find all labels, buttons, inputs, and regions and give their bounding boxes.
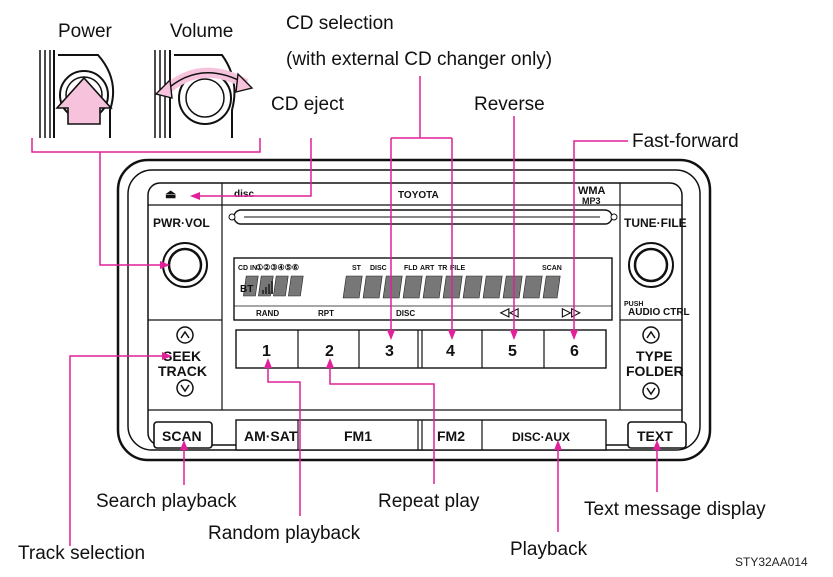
power-knob-illustration	[39, 50, 114, 138]
am-sat-button-label: AM·SAT	[244, 428, 298, 444]
display-fld: FLD	[404, 265, 418, 272]
display-disc: DISC	[370, 265, 387, 272]
disc-aux-button-label: DISC·AUX	[512, 430, 570, 444]
brand-label: TOYOTA	[398, 190, 439, 201]
display-bt: BT	[240, 284, 253, 295]
folder-label: FOLDER	[626, 363, 684, 379]
audio-ctrl-label: AUDIO CTRL	[628, 307, 690, 318]
display-tr: TR	[438, 265, 447, 272]
random-playback-callout: Random playback	[208, 523, 361, 544]
cd-selection-note-callout: (with external CD changer only)	[286, 49, 553, 70]
fm2-button-label: FM2	[437, 428, 465, 444]
preset-4-label: 4	[446, 343, 455, 360]
mp3-label: MP3	[582, 196, 601, 206]
preset-3-label: 3	[385, 343, 394, 360]
track-selection-leader	[69, 355, 162, 546]
unit-labels: ⏏ disc TOYOTA WMA MP3 PWR·VOL TUNE·FILE …	[153, 185, 690, 444]
track-label: TRACK	[158, 363, 207, 379]
display-ffwd-glyph: ▷▷	[561, 305, 581, 319]
display-file: FILE	[450, 265, 465, 272]
reverse-callout: Reverse	[474, 94, 545, 115]
volume-callout: Volume	[170, 21, 234, 42]
track-selection-callout: Track selection	[18, 543, 146, 564]
audio-unit-body	[116, 158, 712, 462]
preset-5-label: 5	[508, 343, 517, 360]
preset-6-label: 6	[570, 343, 579, 360]
display-disc-arrow: DISC	[396, 309, 415, 318]
disc-logo: disc	[234, 189, 254, 200]
scan-button-label: SCAN	[162, 428, 202, 444]
display-rpt: RPT	[318, 309, 334, 318]
preset-2-label: 2	[325, 343, 334, 360]
repeat-play-leader	[329, 368, 435, 484]
search-playback-callout: Search playback	[96, 491, 237, 512]
tune-file-label: TUNE·FILE	[624, 216, 687, 230]
display-disc-numbers: ①②③④⑤⑥	[256, 263, 299, 272]
text-message-display-callout: Text message display	[584, 499, 766, 520]
figure-code: STY32AA014	[735, 555, 808, 569]
fm1-button-label: FM1	[344, 428, 372, 444]
preset-1-label: 1	[262, 343, 271, 360]
cd-eject-callout: CD eject	[271, 94, 344, 115]
playback-callout: Playback	[510, 539, 588, 560]
power-callout: Power	[58, 21, 112, 42]
display-reverse-glyph: ◁◁	[499, 305, 519, 319]
cd-selection-callout: CD selection	[286, 13, 394, 34]
push-label: PUSH	[624, 301, 643, 308]
fast-forward-callout: Fast-forward	[632, 131, 739, 152]
repeat-play-callout: Repeat play	[378, 491, 480, 512]
power-leader	[99, 152, 160, 266]
wma-label: WMA	[578, 185, 606, 197]
text-button-label: TEXT	[637, 428, 673, 444]
display-art: ART	[420, 265, 435, 272]
display-cd-in: CD IN	[238, 265, 257, 272]
fast-forward-leader	[573, 140, 628, 330]
volume-knob-illustration	[154, 50, 254, 138]
display-st: ST	[352, 265, 362, 272]
display-scan: SCAN	[542, 265, 562, 272]
pwr-vol-label: PWR·VOL	[153, 216, 210, 230]
seek-label: SEEK	[163, 348, 201, 364]
random-playback-leader	[267, 368, 301, 516]
eject-symbol: ⏏	[165, 187, 177, 201]
leader-lines	[31, 76, 658, 546]
cd-eject-leader	[200, 138, 312, 197]
type-label: TYPE	[636, 348, 673, 364]
leader-arrowheads	[160, 192, 661, 450]
display-rand: RAND	[256, 309, 279, 318]
